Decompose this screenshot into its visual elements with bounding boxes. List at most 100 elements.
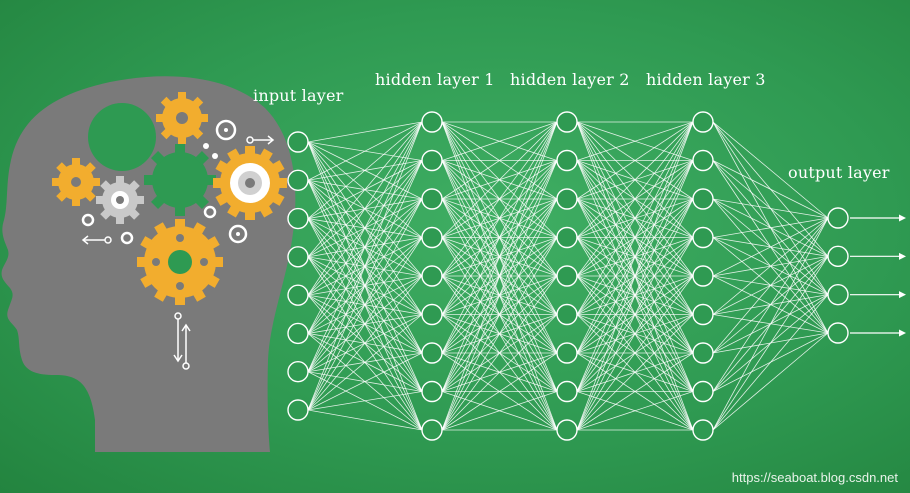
neuron-hidden1	[421, 111, 443, 133]
arrow-icon	[173, 312, 191, 370]
connection-line	[441, 121, 558, 315]
connection-line	[307, 237, 423, 411]
connection-line	[441, 314, 558, 431]
neuron-hidden3	[692, 419, 714, 441]
connection-line	[576, 352, 694, 431]
connection-line	[712, 121, 829, 219]
arrow-icon	[246, 135, 275, 145]
neuron-hidden3	[692, 265, 714, 287]
neuron-hidden2	[556, 265, 578, 287]
neuron-hidden2	[556, 226, 578, 249]
connection-line	[441, 352, 558, 431]
connection-line	[712, 198, 829, 219]
neuron-hidden3	[692, 342, 714, 364]
connection-line	[307, 198, 423, 411]
neuron-hidden1	[421, 265, 443, 287]
connection-line	[441, 121, 558, 161]
connection-line	[441, 198, 558, 431]
connection-line	[441, 275, 558, 431]
connection-line	[441, 121, 558, 354]
neuron-hidden3	[692, 226, 714, 249]
connection-line	[307, 275, 423, 411]
connection-line	[307, 121, 423, 372]
arrow-icon	[81, 235, 112, 245]
neuron-input	[287, 246, 309, 268]
connection-line	[576, 237, 694, 431]
connection-line	[441, 121, 558, 392]
neuron-hidden1	[421, 303, 443, 326]
gear-slot-icon	[88, 103, 156, 171]
neuron-hidden3	[692, 149, 714, 172]
neuron-hidden1	[421, 188, 443, 210]
hidden-layer-1-label: hidden layer 1	[375, 70, 495, 89]
connection-line	[712, 294, 829, 431]
connection-line	[576, 121, 694, 277]
neuron-input	[287, 322, 309, 345]
connection-line	[576, 198, 694, 431]
neuron-hidden2	[556, 149, 578, 172]
output-layer-label: output layer	[788, 163, 890, 182]
connection-line	[441, 121, 558, 431]
output-arrow-icon	[850, 329, 906, 337]
connection-line	[441, 391, 558, 431]
connection-line	[576, 121, 694, 238]
neuron-hidden2	[556, 303, 578, 326]
connection-line	[307, 352, 423, 411]
output-arrow-icon	[850, 252, 906, 260]
connection-line	[307, 391, 423, 411]
connection-line	[307, 121, 423, 258]
connection-line	[576, 121, 694, 354]
connection-line	[576, 121, 694, 200]
connection-line	[307, 409, 423, 431]
connection-line	[712, 217, 829, 238]
connection-line	[307, 121, 423, 334]
neuron-hidden1	[421, 380, 443, 403]
connection-line	[307, 160, 423, 411]
connection-line	[712, 217, 829, 392]
connection-line	[441, 121, 558, 238]
gear-icon	[137, 219, 223, 305]
neuron-hidden1	[421, 419, 443, 441]
neuron-output	[827, 322, 849, 344]
connection-line	[441, 121, 558, 200]
neuron-hidden1	[421, 226, 443, 249]
neuron-output	[827, 207, 849, 229]
connection-line	[441, 237, 558, 431]
connection-line	[307, 121, 423, 219]
neuron-input	[287, 207, 309, 230]
connection-line	[712, 217, 829, 315]
connection-line	[576, 121, 694, 392]
gear-icon	[81, 119, 248, 245]
gear-icon	[144, 144, 216, 216]
neuron-input	[287, 169, 309, 191]
neuron-output	[827, 245, 849, 268]
connection-line	[576, 391, 694, 431]
hidden-layer-2-label: hidden layer 2	[510, 70, 630, 89]
hidden-layer-3-label: hidden layer 3	[646, 70, 766, 89]
connection-line	[307, 121, 423, 181]
connection-line	[712, 217, 829, 354]
neuron-hidden3	[692, 303, 714, 326]
output-arrow-icon	[850, 291, 906, 299]
connection-line	[576, 275, 694, 431]
connection-line	[576, 121, 694, 161]
neuron-input	[287, 399, 309, 421]
connection-line	[307, 121, 423, 411]
neuron-hidden3	[692, 380, 714, 403]
connection-line	[712, 217, 829, 277]
neuron-hidden3	[692, 188, 714, 210]
watermark: https://seaboat.blog.csdn.net	[731, 470, 898, 485]
neuron-hidden3	[692, 111, 714, 133]
neuron-hidden2	[556, 380, 578, 403]
output-arrow-icon	[850, 214, 906, 222]
neuron-hidden1	[421, 149, 443, 172]
connection-line	[307, 121, 423, 296]
connection-line	[712, 256, 829, 431]
gear-icon	[203, 128, 240, 236]
connection-line	[712, 332, 829, 431]
neuron-input	[287, 361, 309, 383]
connection-line	[712, 217, 829, 431]
